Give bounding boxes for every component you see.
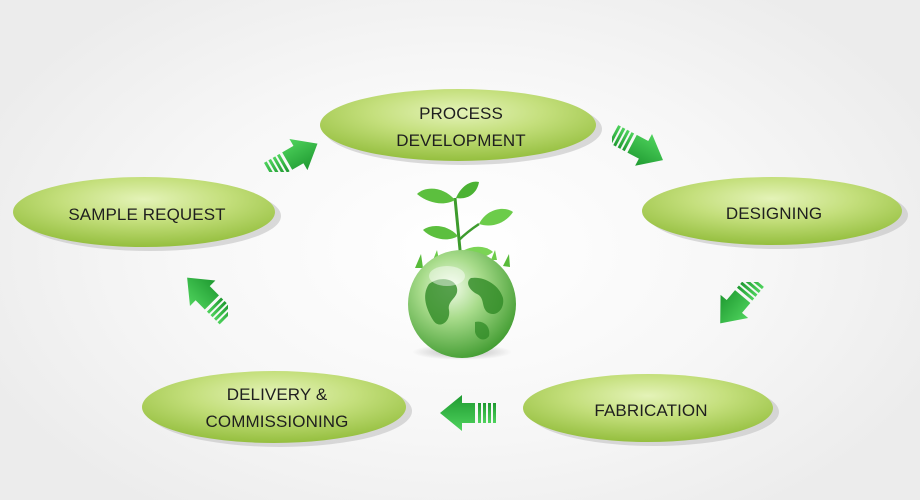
stage-label-sample-request: SAMPLE REQUEST [68, 204, 226, 224]
arrow-right-icon [260, 128, 327, 172]
stage-designing: DESIGNING [638, 175, 910, 251]
arrow-up-icon [174, 274, 228, 330]
arrow-down-icon [712, 282, 770, 335]
stage-label-process-development: PROCESS DEVELOPMENT [396, 104, 526, 150]
globe-with-sprout-icon [395, 180, 530, 365]
arrow-left-icon [440, 395, 496, 431]
oval-shape [523, 374, 779, 446]
oval-shape [642, 177, 908, 249]
oval-shape [13, 177, 281, 251]
stage-label-fabrication: FABRICATION [594, 400, 708, 420]
oval-shape [142, 371, 412, 447]
stage-process-development: PROCESS DEVELOPMENT [318, 87, 604, 167]
stage-delivery-commissioning: DELIVERY & COMMISSIONING [138, 367, 416, 449]
oval-shape [320, 89, 602, 165]
arrow-right-icon [612, 118, 672, 172]
stage-label-designing: DESIGNING [725, 203, 823, 223]
stage-sample-request: SAMPLE REQUEST [10, 175, 284, 253]
stage-label-delivery-commissioning: DELIVERY & COMMISSIONING [205, 385, 349, 431]
stage-fabrication: FABRICATION [520, 372, 782, 448]
